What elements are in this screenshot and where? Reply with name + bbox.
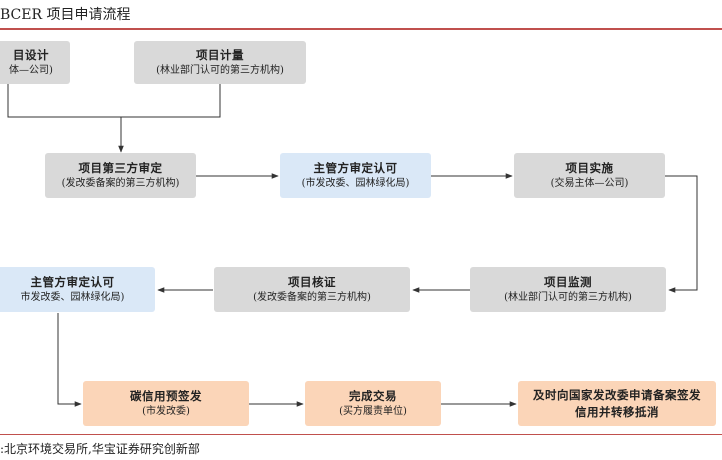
node-project-verification: 项目核证 (发改委备案的第三方机构)	[214, 267, 410, 312]
node-complete-trade-subtitle: (买方履责单位)	[339, 405, 407, 417]
node-credit-pre-issuance-title: 碳信用预签发	[130, 388, 202, 403]
node-project-verification-subtitle: (发改委备案的第三方机构)	[253, 291, 371, 303]
node-third-party-review: 项目第三方审定 (发改委备案的第三方机构)	[45, 153, 196, 198]
connector-design-to-review	[7, 84, 121, 118]
node-national-filing-line1: 及时向国家发改委申请备案签发	[533, 388, 701, 403]
node-project-monitoring-title: 项目监测	[544, 274, 592, 289]
node-project-design-title: 目设计	[13, 47, 49, 62]
node-national-filing-line2: 信用并转移抵消	[575, 404, 659, 419]
node-project-implementation-subtitle: (交易主体—公司)	[550, 177, 629, 189]
node-authority-approval-1-title: 主管方审定认可	[313, 160, 398, 175]
bottom-rule	[0, 434, 722, 435]
node-project-measurement: 项目计量 (林业部门认可的第三方机构)	[134, 41, 306, 84]
node-complete-trade: 完成交易 (买方履责单位)	[305, 381, 441, 426]
connector-measure-to-review	[118, 84, 221, 153]
node-authority-approval-1-subtitle: (市发改委、园林绿化局)	[301, 177, 410, 189]
node-project-implementation-title: 项目实施	[565, 160, 614, 175]
top-rule	[0, 28, 722, 30]
node-national-filing: 及时向国家发改委申请备案签发 信用并转移抵消	[518, 381, 716, 426]
connector-approval-to-preissuance	[57, 313, 82, 407]
node-project-monitoring: 项目监测 (林业部门认可的第三方机构)	[470, 267, 666, 312]
node-project-verification-title: 项目核证	[288, 274, 336, 289]
page-title: BCER 项目申请流程	[0, 7, 131, 23]
node-project-measurement-title: 项目计量	[196, 47, 244, 62]
node-project-measurement-subtitle: (林业部门认可的第三方机构)	[156, 64, 284, 76]
source-note: :北京环境交易所,华宝证券研究创新部	[0, 442, 200, 456]
node-project-monitoring-subtitle: (林业部门认可的第三方机构)	[504, 291, 632, 303]
node-credit-pre-issuance-subtitle: (市发改委)	[142, 405, 190, 417]
node-authority-approval-1: 主管方审定认可 (市发改委、园林绿化局)	[280, 153, 431, 198]
node-complete-trade-title: 完成交易	[349, 388, 397, 403]
node-credit-pre-issuance: 碳信用预签发 (市发改委)	[83, 381, 249, 426]
node-third-party-review-subtitle: (发改委备案的第三方机构)	[61, 177, 180, 189]
node-project-design: 目设计 体—公司)	[0, 41, 70, 84]
connector-implementation-to-monitoring	[665, 175, 698, 293]
node-project-design-subtitle: 体—公司)	[9, 64, 53, 76]
node-project-implementation: 项目实施 (交易主体—公司)	[514, 153, 665, 198]
node-authority-approval-2: 主管方审定认可 市发改委、园林绿化局)	[0, 267, 155, 312]
node-authority-approval-2-title: 主管方审定认可	[30, 274, 115, 289]
node-authority-approval-2-subtitle: 市发改委、园林绿化局)	[20, 291, 125, 303]
node-third-party-review-title: 项目第三方审定	[78, 160, 163, 175]
